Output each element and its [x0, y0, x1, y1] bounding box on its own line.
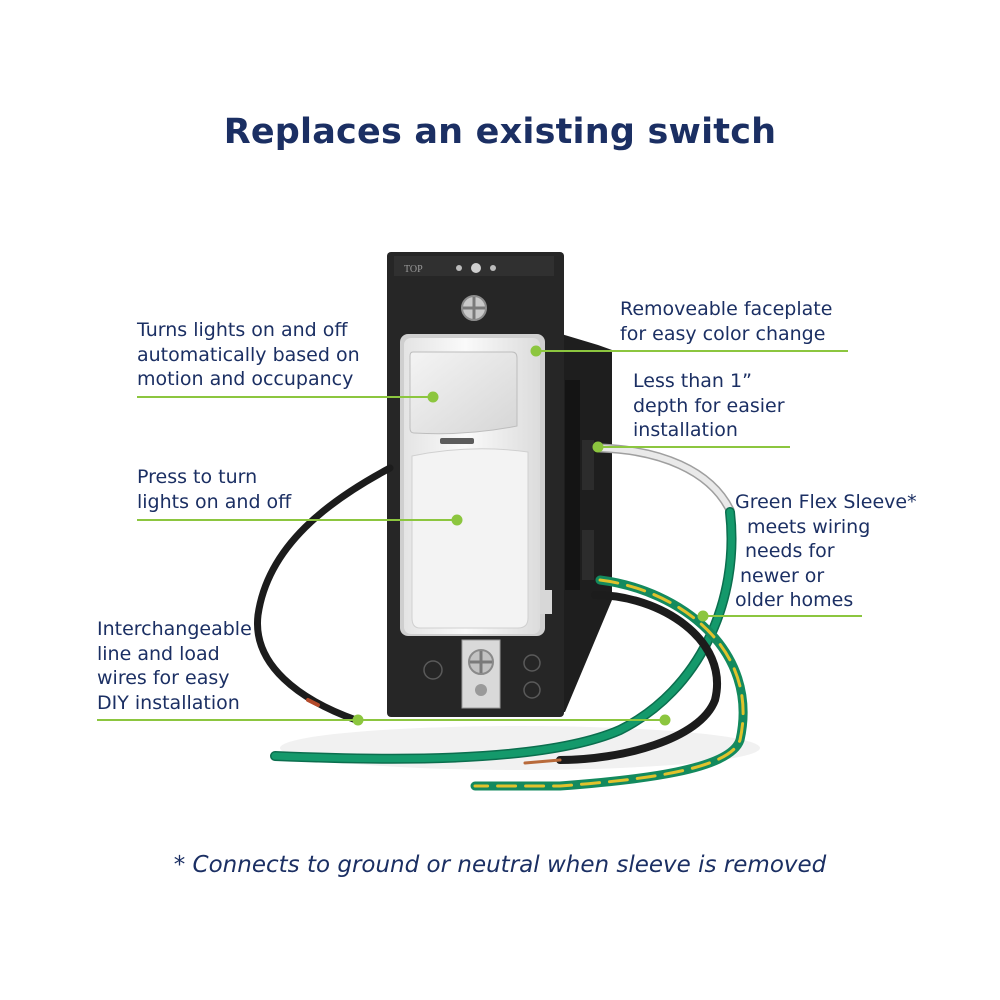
top-marking: TOP [404, 264, 423, 275]
black-wire-right [556, 591, 721, 764]
callout-faceplate-line-1: Removeable faceplate [620, 298, 833, 320]
footnote: * Connects to ground or neutral when sle… [173, 852, 827, 878]
leader-lines [97, 345, 862, 726]
callout-sleeve-line-2: meets wiring [747, 515, 871, 538]
callout-wires-line-2: line and load [97, 642, 220, 665]
callout-faceplate: Removeable faceplate for easy color chan… [620, 297, 832, 346]
callout-depth-line-3: installation [633, 419, 738, 441]
callout-press-line-1: Press to turn [137, 466, 258, 488]
callout-depth-line-2: depth for easier [633, 394, 785, 417]
callout-wires-line-3: wires for easy [97, 667, 230, 689]
callout-depth-line-1: Less than 1” [633, 370, 752, 392]
black-wire-left [254, 464, 394, 724]
callout-motion-line-1: Turns lights on and off [137, 319, 348, 341]
callout-sleeve-line-4: newer or [740, 564, 825, 587]
callout-motion-line-2: automatically based on [137, 343, 360, 366]
push-button[interactable] [411, 448, 529, 629]
callout-wires-line-4: DIY installation [97, 691, 240, 714]
wires [254, 443, 748, 791]
callout-motion: Turns lights on and off automatically ba… [137, 318, 360, 392]
callout-wires-line-1: Interchangeable [97, 618, 252, 640]
callout-faceplate-line-2: for easy color change [620, 322, 826, 345]
callout-wires: Interchangeable line and load wires for … [97, 617, 252, 715]
status-led [440, 438, 474, 444]
callout-motion-line-3: motion and occupancy [137, 368, 354, 390]
page-title: Replaces an existing switch [223, 112, 777, 152]
callout-sleeve-line-3: needs for [745, 540, 835, 562]
callout-sleeve-line-5: older homes [735, 589, 854, 611]
callout-press: Press to turn lights on and off [137, 465, 291, 514]
callout-depth: Less than 1” depth for easier installati… [633, 369, 785, 443]
motion-sensor-lens[interactable] [409, 351, 518, 435]
callout-press-line-2: lights on and off [137, 490, 292, 513]
callout-sleeve: Green Flex Sleeve* meets wiring needs fo… [735, 490, 917, 613]
callout-sleeve-line-1: Green Flex Sleeve* [735, 491, 917, 513]
